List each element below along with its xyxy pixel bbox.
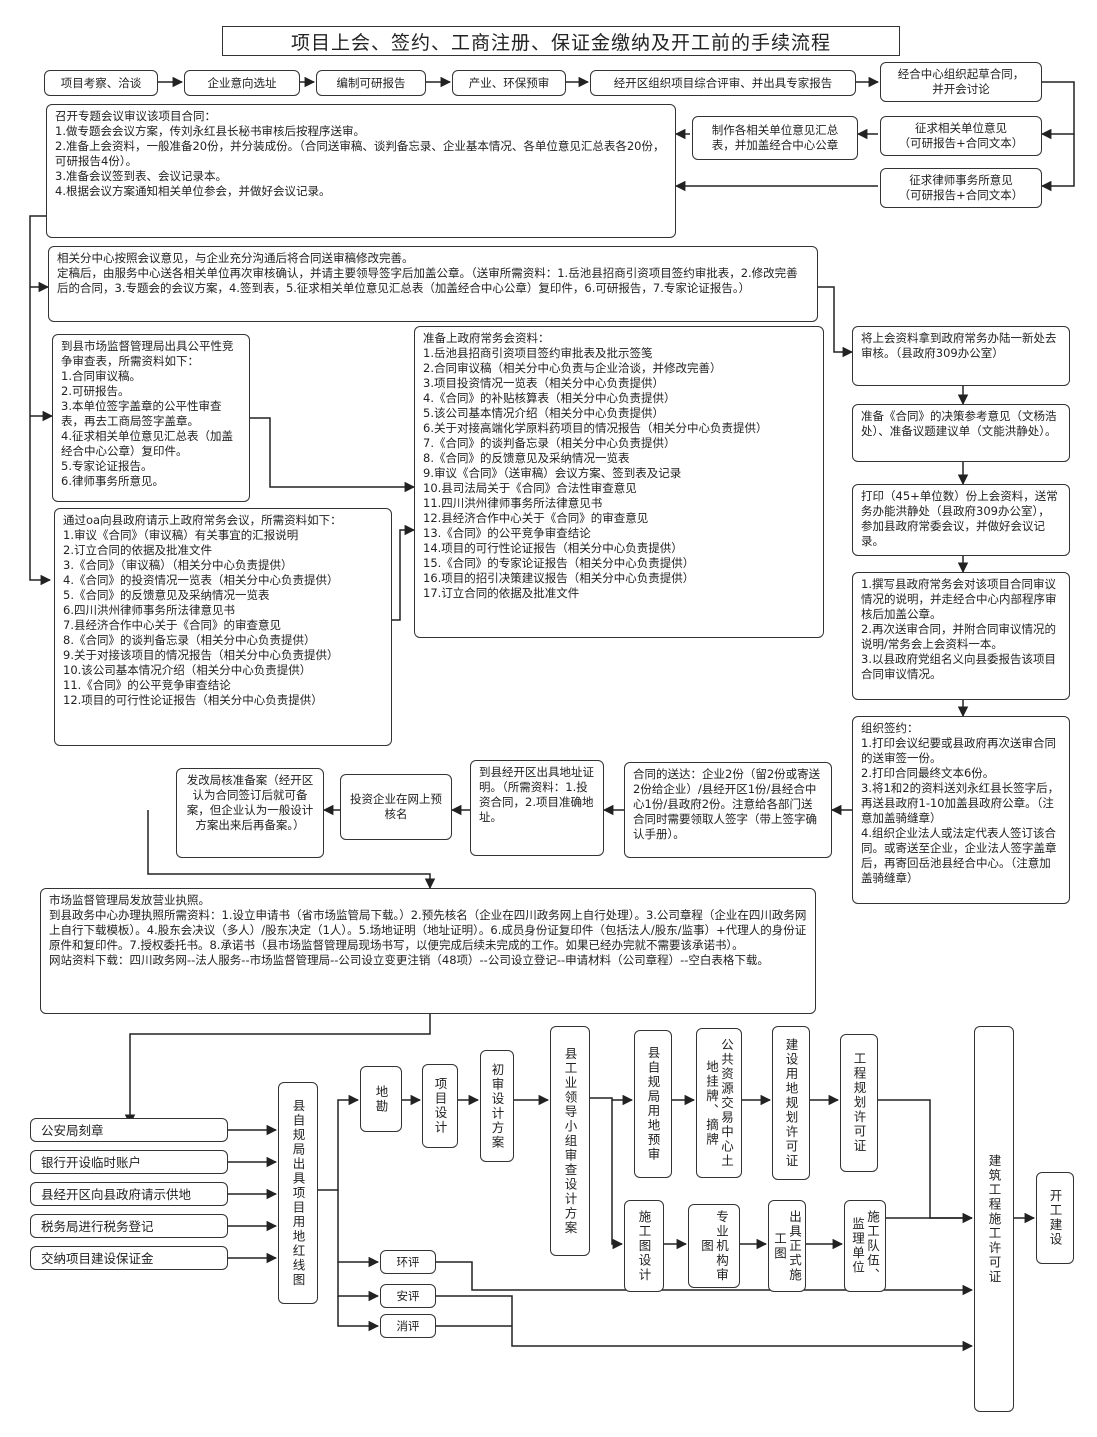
- step-business-license: 市场监督管理局发放营业执照。 到县政务中心办理执照所需资料：1.设立申请书（省市…: [40, 888, 816, 1014]
- step-draft-contract: 经合中心组织起草合同， 并开会讨论: [880, 62, 1042, 102]
- step-land-prejudge: 县自规局用地预审: [634, 1030, 672, 1178]
- step-write-report: 1.撰写县政府常务会对该项目合同审议情况的说明，并走经合中心内部程序审核后加盖公…: [852, 572, 1070, 700]
- step-start-construction: 开工建设: [1036, 1172, 1074, 1264]
- left-item-deposit: 交纳项目建设保证金: [30, 1246, 228, 1270]
- step-address-proof: 到县经开区出具地址证明。（所需资料：1.投资合同，2.项目准确地址。: [470, 760, 604, 856]
- step-fire-eval: 消评: [380, 1314, 436, 1338]
- step-name-precheck: 投资企业在网上预核名: [340, 774, 452, 840]
- left-item-tax: 税务局进行税务登记: [30, 1214, 228, 1238]
- step-fairness-review: 到县市场监督管理局出具公平性竞争审查表，所需资料如下： 1.合同审议稿。 2.可…: [52, 334, 250, 502]
- step-print-materials: 打印（45+单位数）份上会资料，送常务办能洪静处（县政府309办公室），参加县政…: [852, 484, 1070, 556]
- step-building-permit: 建筑工程施工许可证: [974, 1026, 1014, 1412]
- step-project-design: 项目设计: [422, 1064, 458, 1148]
- step-redline-map: 县自规局出具项目用地红线图: [278, 1082, 318, 1304]
- step-project-inspection: 项目考察、洽谈: [44, 70, 158, 96]
- step-solicit-lawyer: 征求律师事务所意见 （可研报告+合同文本）: [880, 168, 1042, 208]
- step-oa-request: 通过oa向县政府请示上政府常务会议，所需资料如下： 1.审议《合同》（审议稿）有…: [54, 508, 392, 746]
- step-submit-review: 将上会资料拿到政府常务办陆一新处去审核。（县政府309办公室）: [852, 326, 1070, 386]
- step-organize-signing: 组织签约： 1.打印会议纪要或县政府再次送审合同的送审签一份。 2.打印合同最终…: [852, 716, 1070, 904]
- step-construction-team: 施工队伍、监理单位: [844, 1200, 886, 1292]
- left-item-seal: 公安局刻章: [30, 1118, 228, 1142]
- step-land-permit: 建设用地规划许可证: [772, 1026, 810, 1180]
- step-safety-eval: 安评: [380, 1284, 436, 1308]
- left-item-land-request: 县经开区向县政府请示供地: [30, 1182, 228, 1206]
- step-prepare-materials: 准备上政府常务会资料： 1.岳池县招商引资项目签约审批表及批示签笺 2.合同审议…: [414, 326, 824, 638]
- step-solicit-units: 征求相关单位意见 （可研报告+合同文本）: [880, 116, 1042, 156]
- step-leader-review: 县工业领导小组审查设计方案: [550, 1026, 590, 1256]
- step-opinion-summary: 制作各相关单位意见汇总 表，并加盖经合中心公章: [692, 116, 858, 160]
- step-dev-approval: 发改局核准备案（经开区认为合同签订后就可备案，但企业认为一般设计方案出来后再备案…: [176, 768, 324, 858]
- step-drawing-review: 专业机构审图: [688, 1204, 740, 1288]
- step-official-drawings: 出具正式施工图: [768, 1200, 806, 1292]
- step-environment-eval: 环评: [380, 1250, 436, 1274]
- step-deliver-contract: 合同的送达：企业2份（留2份或寄送2份给企业）/县经开区1份/县经合中心1份/县…: [624, 762, 832, 858]
- step-site-selection: 企业意向选址: [184, 70, 300, 96]
- step-decision-opinion: 准备《合同》的决策参考意见（文杨浩处）、准备议题建议单（文能洪静处）。: [852, 404, 1070, 462]
- step-industry-env-precheck: 产业、环保预审: [452, 70, 566, 96]
- page-title: 项目上会、签约、工商注册、保证金缴纳及开工前的手续流程: [222, 26, 900, 56]
- step-land-trade: 公共资源交易中心土地挂牌、摘牌: [696, 1028, 742, 1178]
- step-construction-drawings: 施工图设计: [624, 1200, 664, 1292]
- left-item-bank-account: 银行开设临时账户: [30, 1150, 228, 1174]
- step-project-permit: 工程规划许可证: [840, 1034, 878, 1172]
- step-survey: 地勘: [360, 1066, 402, 1132]
- step-revise-contract: 相关分中心按照会议意见，与企业充分沟通后将合同送审稿修改完善。 定稿后，由服务中…: [48, 246, 818, 322]
- step-comprehensive-review: 经开区组织项目综合评审、并出具专家报告: [590, 70, 856, 96]
- step-special-meeting: 召开专题会议审议该项目合同： 1.做专题会会议方案，传刘永红县长秘书审核后按程序…: [46, 104, 676, 238]
- step-prelim-review: 初审设计方案: [480, 1050, 514, 1162]
- step-feasibility-report: 编制可研报告: [316, 70, 426, 96]
